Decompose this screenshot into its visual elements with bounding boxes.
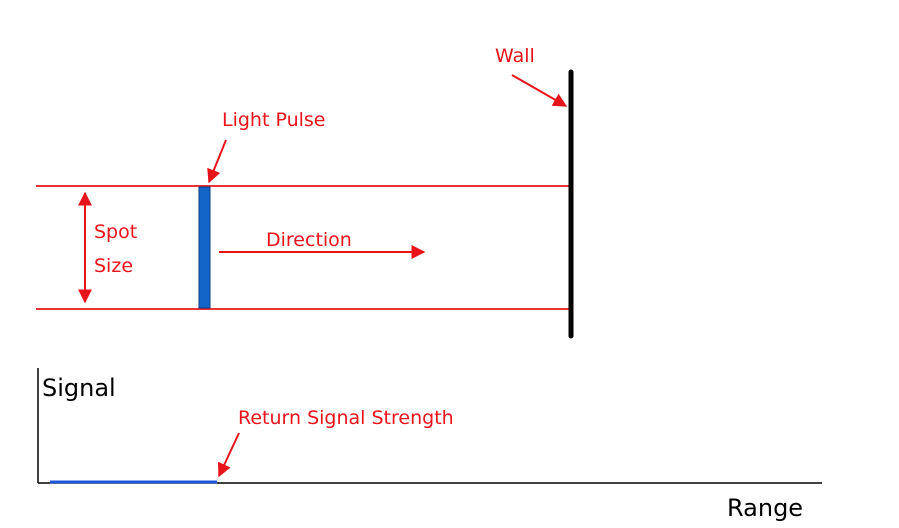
return-signal-label: Return Signal Strength [238,407,454,429]
light-pulse-label: Light Pulse [222,109,326,131]
return-signal-pointer-arrow [217,432,240,478]
direction-label: Direction [266,229,352,251]
light-pulse [198,186,211,309]
spot-size-label-line1: Spot [94,221,137,243]
wall-pointer-arrow [511,74,568,107]
light-pulse-pointer-arrow [207,139,227,184]
spot-size-label-line2: Size [94,255,133,277]
signal-axis-label: Signal [42,374,116,402]
range-axis-label: Range [727,494,803,522]
wall-label: Wall [495,45,535,67]
